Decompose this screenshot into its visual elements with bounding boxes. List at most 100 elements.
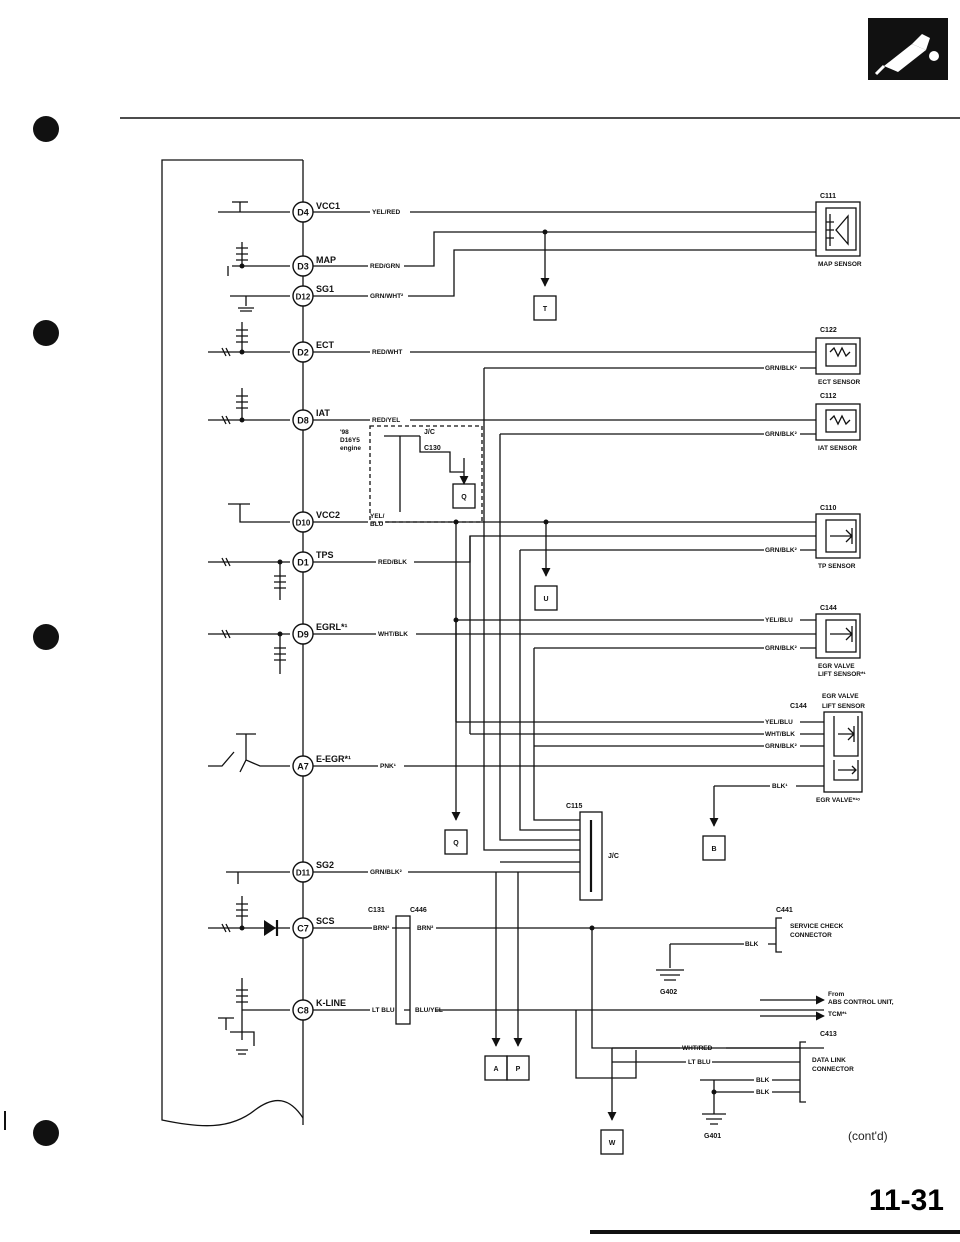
svg-text:D11: D11 — [296, 869, 311, 878]
reference-w: W — [600, 1129, 624, 1155]
svg-text:J/C: J/C — [424, 429, 435, 436]
svg-text:D1: D1 — [297, 558, 309, 568]
circuit-wires: YEL/RED RED/GRN GRN/WHT² RED/WHT GRN/BLK… — [313, 209, 824, 1125]
svg-text:LIFT SENSOR*¹: LIFT SENSOR*¹ — [818, 671, 866, 678]
ecm-pin-c8: C8 K-LINE — [292, 998, 346, 1021]
svg-text:WHT/BLK: WHT/BLK — [378, 631, 408, 638]
ecm-pin-c7: C7 SCS — [292, 916, 335, 939]
svg-text:IAT SENSOR: IAT SENSOR — [818, 445, 858, 452]
jc-c130-box: J/C C130 '98 D16Y5 engine — [340, 425, 483, 523]
svg-text:MAP SENSOR: MAP SENSOR — [818, 261, 862, 268]
svg-text:GRN/BLK²: GRN/BLK² — [765, 365, 798, 372]
reference-t: T — [533, 295, 557, 321]
svg-text:D10: D10 — [296, 519, 311, 528]
ground-g401: G401 — [704, 1133, 721, 1140]
svg-text:RED/GRN: RED/GRN — [370, 263, 400, 270]
svg-text:C7: C7 — [297, 924, 309, 934]
svg-text:C122: C122 — [820, 327, 837, 334]
svg-text:EGR VALVE*¹ᵒ: EGR VALVE*¹ᵒ — [816, 797, 860, 804]
svg-text:C110: C110 — [820, 505, 836, 512]
svg-text:IAT: IAT — [316, 408, 330, 418]
ecm-pin-d8: D8 IAT — [292, 408, 330, 431]
svg-text:BLK: BLK — [756, 1077, 770, 1084]
ground-g402: G402 — [660, 989, 677, 996]
svg-text:DATA LINK: DATA LINK — [812, 1057, 846, 1064]
svg-text:G402: G402 — [660, 989, 677, 996]
svg-text:C111: C111 — [820, 193, 836, 200]
svg-text:YEL/BLU: YEL/BLU — [765, 719, 793, 726]
svg-text:D8: D8 — [297, 416, 309, 426]
binder-hole — [33, 624, 59, 650]
data-link-connector: C413 DATA LINK CONNECTOR — [799, 1031, 854, 1103]
svg-text:YEL/BLU: YEL/BLU — [765, 617, 793, 624]
reference-p: P — [506, 1055, 530, 1081]
svg-text:VCC1: VCC1 — [316, 201, 340, 211]
svg-text:G401: G401 — [704, 1133, 721, 1140]
svg-text:ABS CONTROL UNIT,: ABS CONTROL UNIT, — [828, 999, 894, 1006]
svg-text:D16Y5: D16Y5 — [340, 437, 360, 444]
svg-text:A: A — [493, 1066, 498, 1073]
svg-text:CONNECTOR: CONNECTOR — [812, 1066, 854, 1073]
svg-text:C131: C131 — [368, 907, 385, 914]
svg-text:BRN²: BRN² — [373, 925, 390, 932]
ecm-pins: D4 VCC1 D3 MAP D12 SG1 D2 ECT D8 IAT D10… — [292, 201, 351, 1021]
svg-text:LIFT SENSOR: LIFT SENSOR — [822, 703, 865, 710]
svg-text:From: From — [828, 991, 844, 998]
service-check-connector: C441 SERVICE CHECK CONNECTOR — [775, 907, 844, 953]
svg-text:BLK¹: BLK¹ — [772, 783, 788, 790]
svg-text:E-EGR*¹: E-EGR*¹ — [316, 754, 351, 764]
reference-q-2: Q — [444, 829, 468, 855]
ecm-pin-d9: D9 EGRL*¹ — [292, 622, 348, 645]
svg-text:SG2: SG2 — [316, 860, 334, 870]
svg-text:J/C: J/C — [608, 853, 619, 860]
svg-text:engine: engine — [340, 445, 361, 452]
svg-text:C130: C130 — [424, 445, 441, 452]
svg-text:C446: C446 — [410, 907, 427, 914]
svg-text:C8: C8 — [297, 1006, 309, 1016]
svg-text:GRN/BLK²: GRN/BLK² — [765, 547, 798, 554]
svg-text:P: P — [516, 1066, 521, 1073]
page-number: 11-31 — [869, 1184, 944, 1217]
svg-text:GRN/BLK²: GRN/BLK² — [765, 431, 798, 438]
svg-text:ECT SENSOR: ECT SENSOR — [818, 379, 861, 386]
svg-text:TPS: TPS — [316, 550, 334, 560]
svg-text:Q: Q — [453, 840, 459, 847]
iat-sensor: C112 IAT SENSOR — [815, 393, 861, 452]
svg-text:GRN/WHT²: GRN/WHT² — [370, 293, 404, 300]
ecm-pin-d4: D4 VCC1 — [292, 201, 340, 223]
svg-text:BLK: BLK — [745, 941, 759, 948]
svg-text:MAP: MAP — [316, 255, 336, 265]
binder-hole — [33, 320, 59, 346]
svg-text:'98: '98 — [340, 429, 349, 436]
svg-text:C115: C115 — [566, 803, 582, 810]
svg-text:U: U — [543, 596, 548, 603]
svg-text:D12: D12 — [296, 293, 311, 302]
reference-q: Q — [452, 483, 476, 509]
svg-text:CONNECTOR: CONNECTOR — [790, 932, 832, 939]
svg-text:EGR VALVE: EGR VALVE — [818, 663, 855, 670]
svg-text:YEL/RED: YEL/RED — [372, 209, 400, 216]
svg-text:GRN/BLK²: GRN/BLK² — [765, 743, 798, 750]
binder-hole — [33, 116, 59, 142]
svg-text:TP SENSOR: TP SENSOR — [818, 563, 856, 570]
svg-text:C413: C413 — [820, 1031, 837, 1038]
svg-text:A7: A7 — [297, 762, 309, 772]
svg-text:RED/BLK: RED/BLK — [378, 559, 407, 566]
svg-text:W: W — [609, 1140, 616, 1147]
ecm-pin-d1: D1 TPS — [292, 550, 334, 573]
svg-text:SCS: SCS — [316, 916, 335, 926]
svg-text:YEL/: YEL/ — [370, 513, 385, 520]
abs-tcm-source: From ABS CONTROL UNIT, TCM*¹ — [760, 991, 894, 1021]
tp-sensor: C110 TP SENSOR — [815, 505, 861, 570]
svg-text:BRN²: BRN² — [417, 925, 434, 932]
svg-text:Q: Q — [461, 494, 467, 501]
ecm-pin-a7: A7 E-EGR*¹ — [292, 754, 351, 777]
ecm-internal-circuits — [208, 201, 290, 1055]
ect-sensor: C122 ECT SENSOR — [815, 327, 861, 386]
svg-text:C144: C144 — [820, 605, 837, 612]
svg-text:EGR VALVE: EGR VALVE — [822, 693, 859, 700]
svg-text:PNK¹: PNK¹ — [380, 763, 396, 770]
svg-text:D3: D3 — [297, 262, 309, 272]
svg-text:BLK: BLK — [756, 1089, 770, 1096]
